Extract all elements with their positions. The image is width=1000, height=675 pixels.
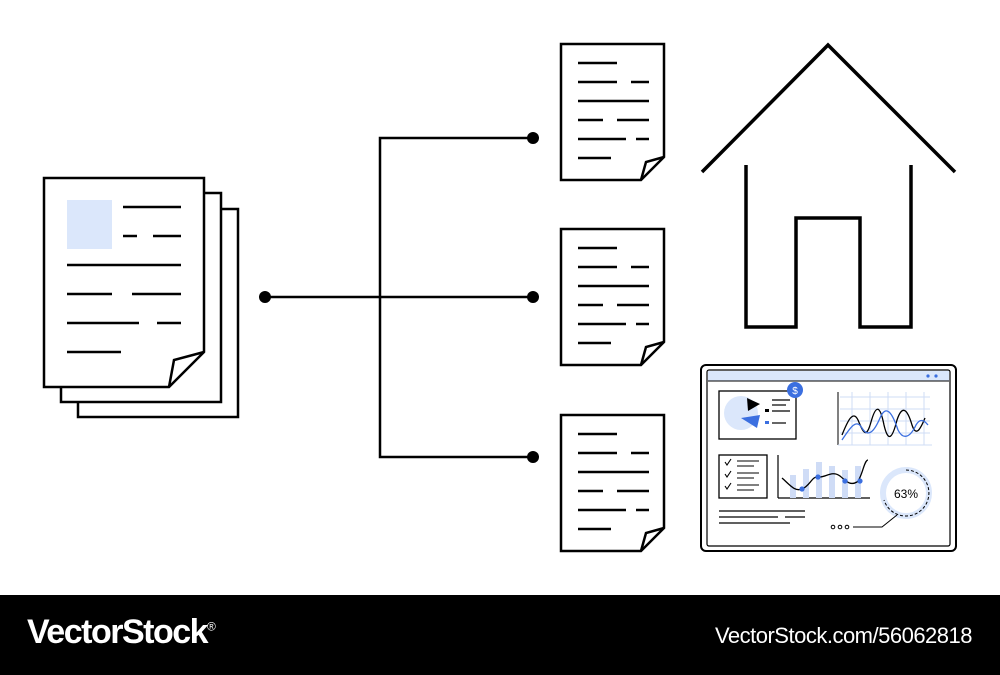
dashboard-tablet-icon: $	[700, 364, 957, 552]
connector-dots	[259, 132, 539, 463]
house-icon	[700, 42, 957, 329]
document-stack-icon	[42, 176, 240, 419]
percent-label: 63%	[894, 487, 918, 501]
connector-lines	[265, 136, 533, 459]
footer-bar: VectorStock® VectorStock.com/56062818	[0, 595, 1000, 675]
dollar-badge: $	[792, 386, 798, 397]
document-icon	[559, 227, 666, 367]
brand-logo: VectorStock®	[27, 613, 216, 651]
illustration: $	[42, 42, 957, 553]
stock-id: VectorStock.com/56062818	[714, 623, 973, 648]
document-icon	[559, 42, 666, 182]
document-icon	[559, 413, 666, 553]
